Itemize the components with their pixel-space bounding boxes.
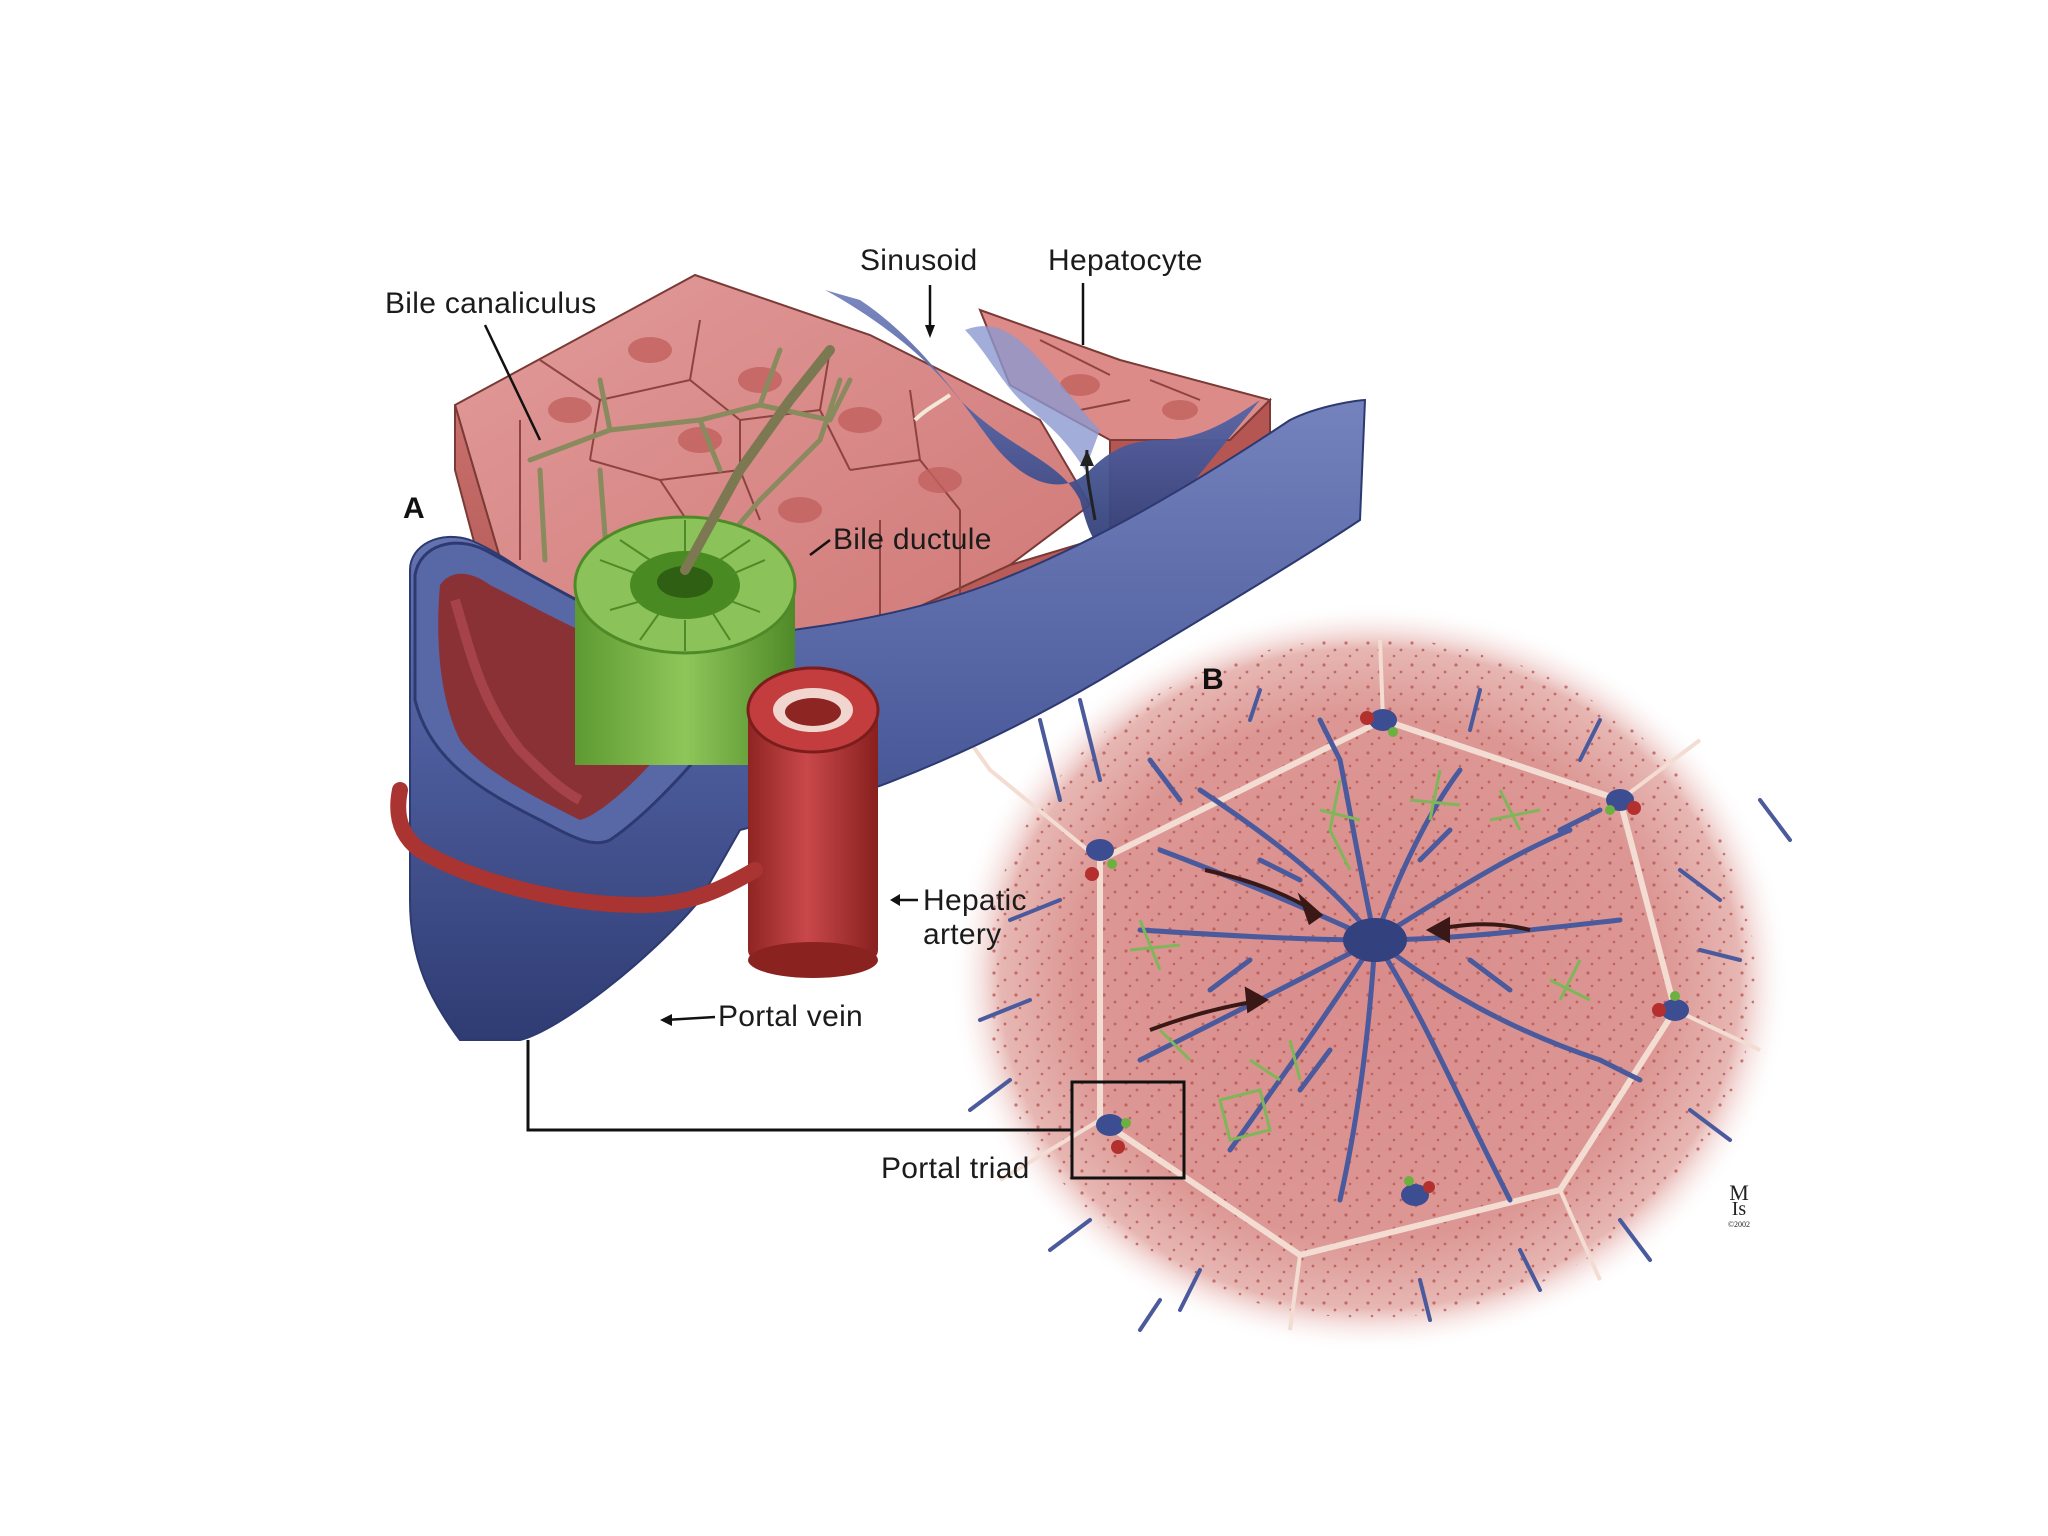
artist-signature: M Is ©2002 [1727, 1180, 1751, 1230]
label-portal-vein: Portal vein [718, 1000, 864, 1033]
flow-arrows [1149, 868, 1531, 1032]
panel-label-a: A [403, 492, 425, 525]
label-hepatic-artery-2: artery [923, 918, 1002, 951]
label-sinusoid: Sinusoid [860, 244, 978, 277]
panel-label-b: B [1202, 663, 1224, 696]
lobule-boundary [1097, 716, 1679, 1259]
bile-network [1129, 769, 1591, 1142]
label-bile-canaliculus: Bile canaliculus [385, 287, 597, 320]
tissue-block [390, 273, 1367, 1180]
central-vein [1343, 918, 1407, 962]
portal-triad-callout [526, 1040, 1186, 1180]
sinusoid-channel [825, 290, 1260, 560]
portal-triads [1085, 709, 1689, 1206]
lobule-cross-section [938, 603, 1792, 1353]
label-bile-ductule: Bile ductule [833, 523, 992, 556]
label-hepatocyte: Hepatocyte [1048, 244, 1203, 277]
label-hepatic-artery-1: Hepatic [923, 884, 1027, 917]
hepatic-artery [390, 666, 880, 978]
bile-ductule [573, 345, 835, 765]
label-portal-triad: Portal triad [881, 1152, 1030, 1185]
